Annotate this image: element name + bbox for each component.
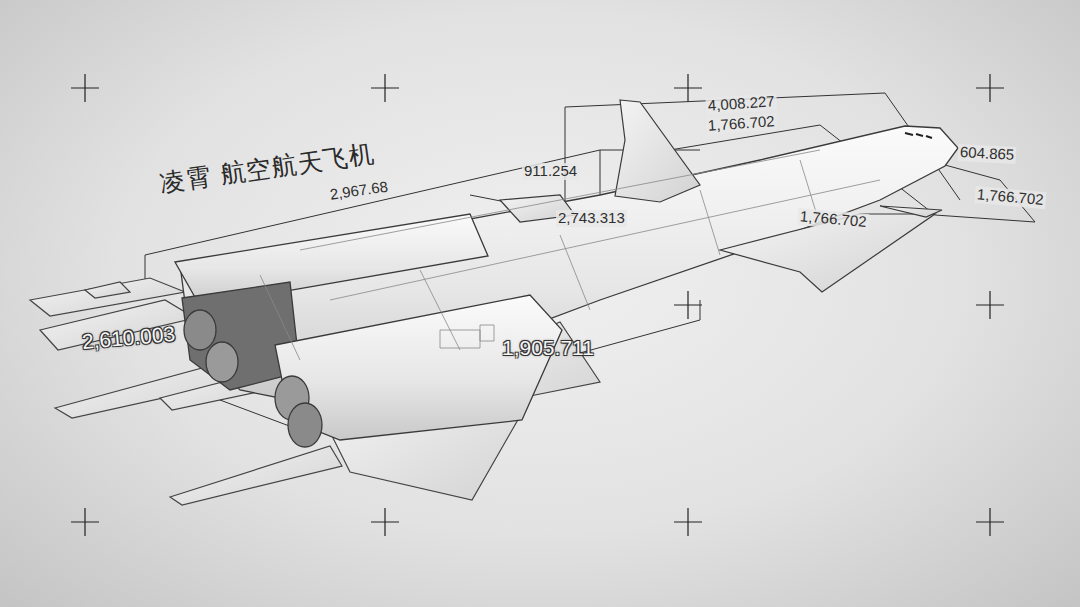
cockpit [905,133,932,138]
dimension-number: 4,008.227 [705,93,777,114]
dimension-number: 911.254 [522,163,579,180]
panel-lines [260,150,880,360]
dimension-number: 1,766.702 [974,186,1046,209]
front-wing [720,206,942,292]
dimension-lines [145,93,1035,430]
tail-fin [500,100,700,222]
dimension-number: 1,766.702 [705,113,777,134]
dimension-number: 604.865 [958,144,1017,164]
crosshairs [71,74,1004,536]
dimension-number: 2,967.68 [327,178,391,203]
dimension-number: 1,905.711 [502,336,594,359]
dimension-number: 2,743.313 [556,210,627,227]
